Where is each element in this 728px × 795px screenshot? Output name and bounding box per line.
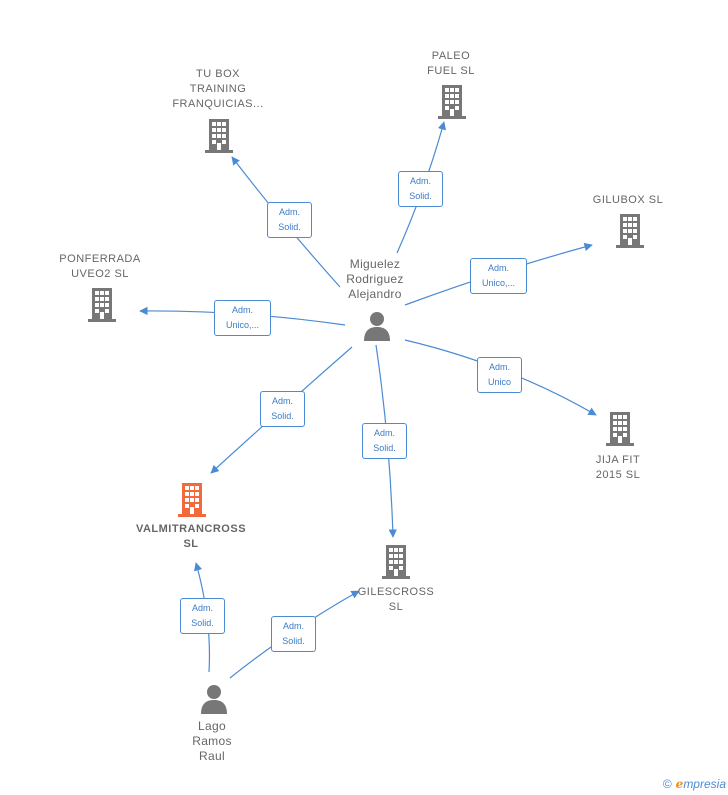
- edge-label-line: Unico,...: [481, 278, 515, 288]
- label-line: JIJA FIT: [595, 454, 641, 466]
- label-line: 2015 SL: [595, 469, 641, 481]
- building-icon: [88, 288, 116, 322]
- node-gilubox[interactable]: GILUBOX SL: [593, 193, 663, 208]
- edge-label-gilubox[interactable]: Adm. Unico,...: [470, 258, 527, 294]
- label-line: Raul: [199, 749, 225, 763]
- building-icon: [616, 214, 644, 248]
- label-line: Ramos: [192, 734, 232, 748]
- edge-label-line: Adm.: [191, 603, 213, 613]
- edge-label-line: Solid.: [271, 411, 294, 421]
- node-jija[interactable]: JIJA FIT 2015 SL: [596, 453, 640, 483]
- edge-label-line: Adm.: [409, 176, 431, 186]
- node-lago[interactable]: Lago Ramos Raul: [192, 719, 232, 764]
- node-gilescross[interactable]: GILESCROSS SL: [358, 585, 435, 615]
- label-line: VALMITRANCROSS: [135, 523, 247, 535]
- edge-label-jija[interactable]: Adm. Unico: [477, 357, 522, 393]
- label-line: PONFERRADA: [59, 253, 141, 265]
- node-ponferrada[interactable]: PONFERRADA UVEO2 SL: [59, 252, 140, 282]
- label-line: UVEO2 SL: [71, 268, 129, 280]
- brand-initial: e: [675, 777, 684, 791]
- edge-label-line: Adm.: [282, 621, 304, 631]
- person-icon: [201, 685, 227, 714]
- label-line: FRANQUICIAS...: [172, 98, 264, 110]
- node-tubox[interactable]: TU BOX TRAINING FRANQUICIAS...: [172, 67, 263, 112]
- edge-label-line: Adm.: [231, 305, 253, 315]
- edge-label-line: Solid.: [191, 618, 214, 628]
- edge-label-line: Adm.: [487, 263, 509, 273]
- label-line: TU BOX: [196, 68, 240, 80]
- edge-label-lago-valmi[interactable]: Adm. Solid.: [180, 598, 225, 634]
- person-icon: [364, 312, 390, 341]
- edge-label-line: Unico: [487, 377, 511, 387]
- edge-label-valmi[interactable]: Adm. Solid.: [260, 391, 305, 427]
- edge-label-line: Solid.: [278, 222, 301, 232]
- building-icon: [382, 545, 410, 579]
- edge-label-line: Solid.: [282, 636, 305, 646]
- edge-label-paleo[interactable]: Adm. Solid.: [398, 171, 443, 207]
- edge-label-line: Adm.: [278, 207, 300, 217]
- edge-label-line: Adm.: [373, 428, 395, 438]
- building-icon: [606, 412, 634, 446]
- edge-label-line: Adm.: [488, 362, 510, 372]
- label-line: Lago: [198, 719, 226, 733]
- edge-label-line: Solid.: [409, 191, 432, 201]
- label-line: PALEO: [431, 50, 471, 62]
- label-line: Miguelez: [349, 257, 401, 271]
- edge-label-ponferrada[interactable]: Adm. Unico,...: [214, 300, 271, 336]
- building-icon: [178, 483, 206, 517]
- label-line: TRAINING: [189, 83, 247, 95]
- brand-name: mpresia: [683, 777, 726, 791]
- label-line: FUEL SL: [427, 65, 475, 77]
- building-icon: [205, 119, 233, 153]
- label-line: GILESCROSS: [357, 586, 435, 598]
- empresia-logo[interactable]: ©empresia: [663, 777, 726, 791]
- edge-label-line: Solid.: [373, 443, 396, 453]
- node-miguelez[interactable]: Miguelez Rodriguez Alejandro: [346, 257, 403, 302]
- label-line: Alejandro: [348, 287, 402, 301]
- node-valmitrancross[interactable]: VALMITRANCROSS SL: [136, 522, 246, 552]
- edge-label-line: Adm.: [271, 396, 293, 406]
- edge-label-lago-giles[interactable]: Adm. Solid.: [271, 616, 316, 652]
- edge-label-line: Unico,...: [225, 320, 259, 330]
- edge-label-giles[interactable]: Adm. Solid.: [362, 423, 407, 459]
- copyright-symbol: ©: [662, 777, 672, 791]
- label-line: SL: [183, 538, 199, 550]
- edge-label-tubox[interactable]: Adm. Solid.: [267, 202, 312, 238]
- node-paleo[interactable]: PALEO FUEL SL: [427, 49, 475, 79]
- building-icon: [438, 85, 466, 119]
- label-line: SL: [388, 601, 404, 613]
- label-line: Rodriguez: [346, 272, 404, 286]
- label-line: GILUBOX SL: [592, 194, 664, 206]
